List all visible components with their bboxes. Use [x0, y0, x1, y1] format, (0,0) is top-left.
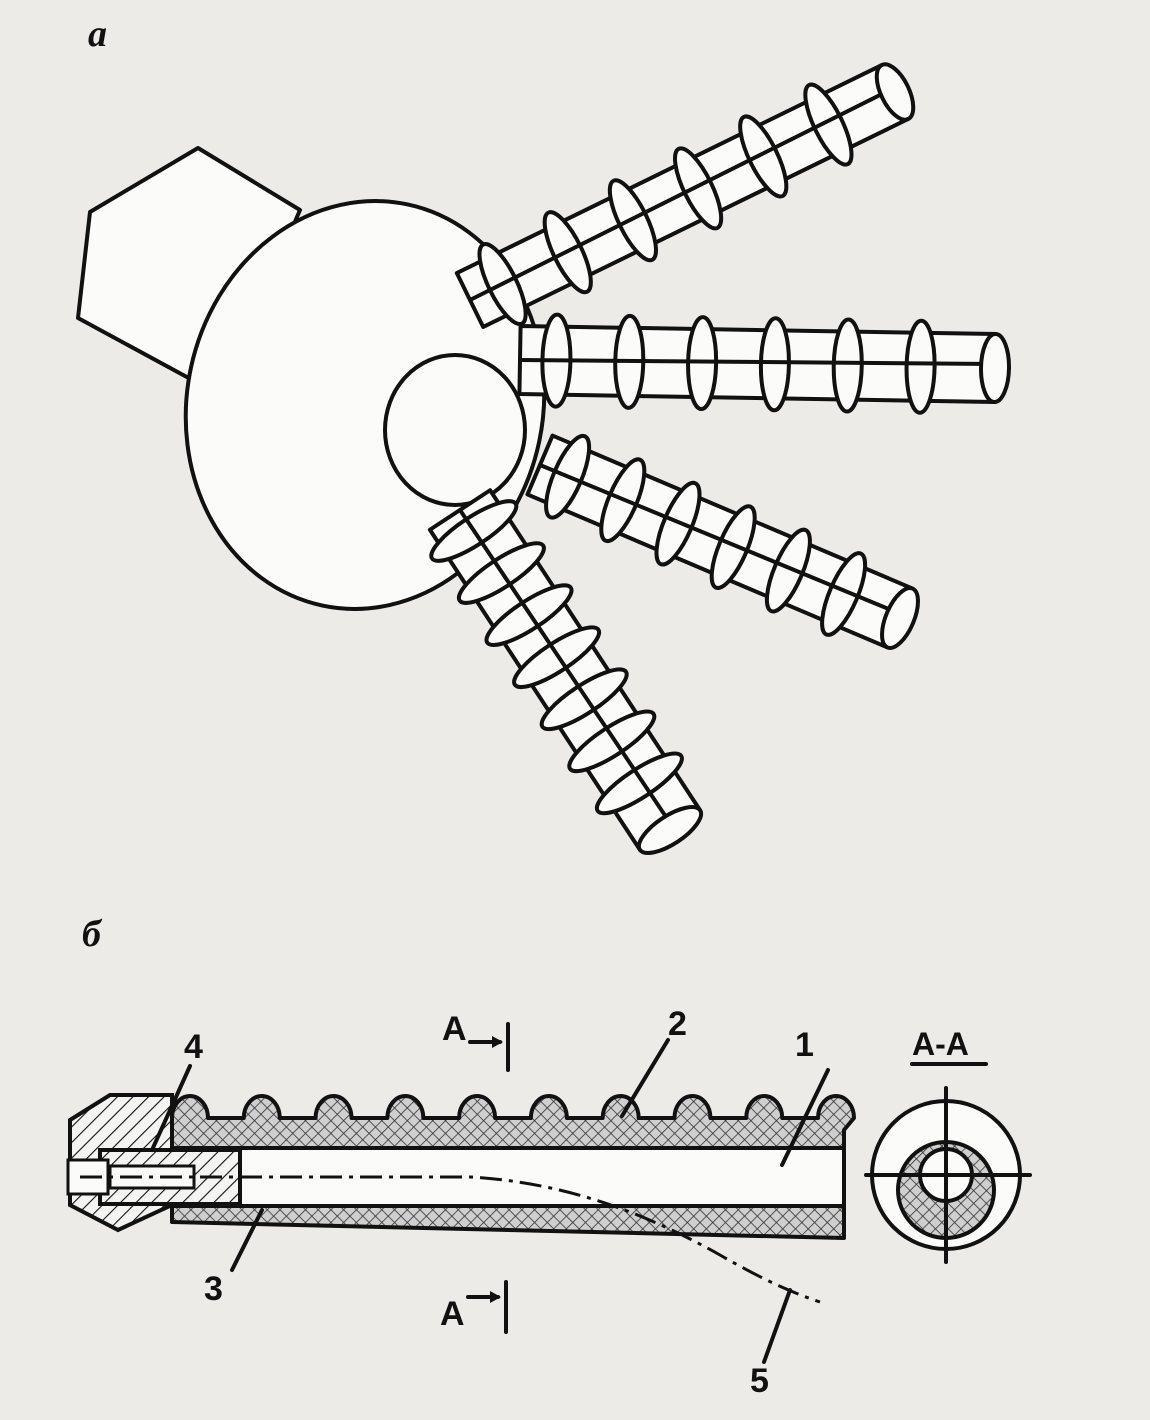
section-drawing: A A 4 2 1 3 5 A-A — [66, 1005, 1032, 1400]
part-label-5: 5 — [750, 1362, 769, 1400]
axis-line-5 — [80, 1175, 821, 1304]
section-view-title: A-A — [912, 1026, 969, 1062]
hub-face — [383, 353, 527, 507]
cross-section-a-a: A-A — [864, 1026, 1032, 1264]
part-label-2: 2 — [668, 1005, 687, 1043]
part-label-3: 3 — [204, 1270, 223, 1308]
shaft-lower-right — [525, 433, 920, 650]
section-mark-top: A — [442, 1010, 510, 1072]
ribbed-shafts — [427, 62, 1012, 855]
hub-assembly — [76, 146, 547, 611]
section-mark-bottom: A — [440, 1280, 508, 1334]
panel-a-label: а — [88, 13, 107, 55]
shaft-lower — [427, 488, 704, 855]
part-labels: 4 2 1 3 5 — [150, 1005, 830, 1400]
shaft-upper — [454, 62, 916, 329]
part-label-1: 1 — [795, 1026, 814, 1064]
part-label-4: 4 — [184, 1028, 203, 1066]
svg-text:A: A — [440, 1295, 465, 1333]
svg-text:A: A — [442, 1010, 467, 1048]
shaft-middle — [517, 312, 1012, 415]
panel-b-label: б — [82, 913, 103, 955]
